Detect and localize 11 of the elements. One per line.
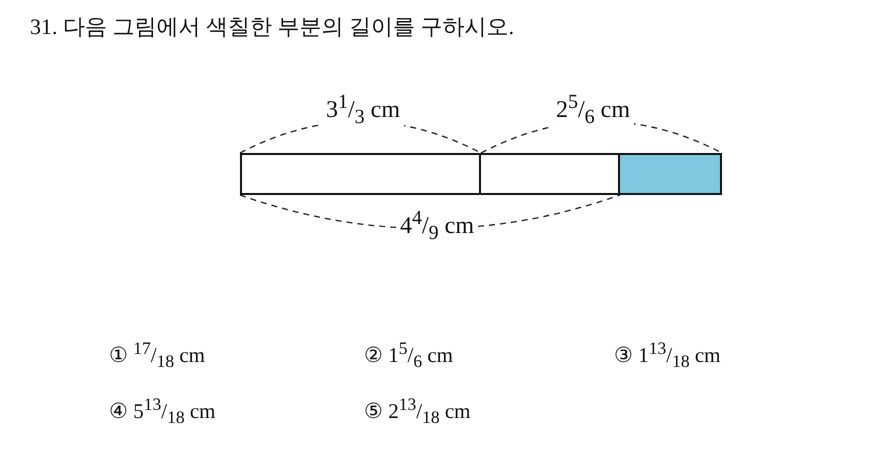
answer-choice: ② 1$^{5}$/$_{6}$ cm xyxy=(363,340,454,371)
bar-segment xyxy=(240,153,481,195)
answer-choice: ④ 5$^{13}$/$_{18}$ cm xyxy=(108,396,216,427)
question-text: 31. 다음 그림에서 색칠한 부분의 길이를 구하시오. xyxy=(30,13,514,41)
dimension-label: 2$^{5}$/$_{6}$ cm xyxy=(552,92,634,127)
answer-choice: ① $^{17}$/$_{18}$ cm xyxy=(108,340,206,371)
answer-choice: ⑤ 2$^{13}$/$_{18}$ cm xyxy=(363,396,472,427)
bar-segment xyxy=(479,153,620,195)
dimension-label: 3$^{1}$/$_{3}$ cm xyxy=(322,92,404,127)
answer-choice: ③ 1$^{13}$/$_{18}$ cm xyxy=(613,340,722,371)
shaded-bar-segment xyxy=(618,153,722,195)
